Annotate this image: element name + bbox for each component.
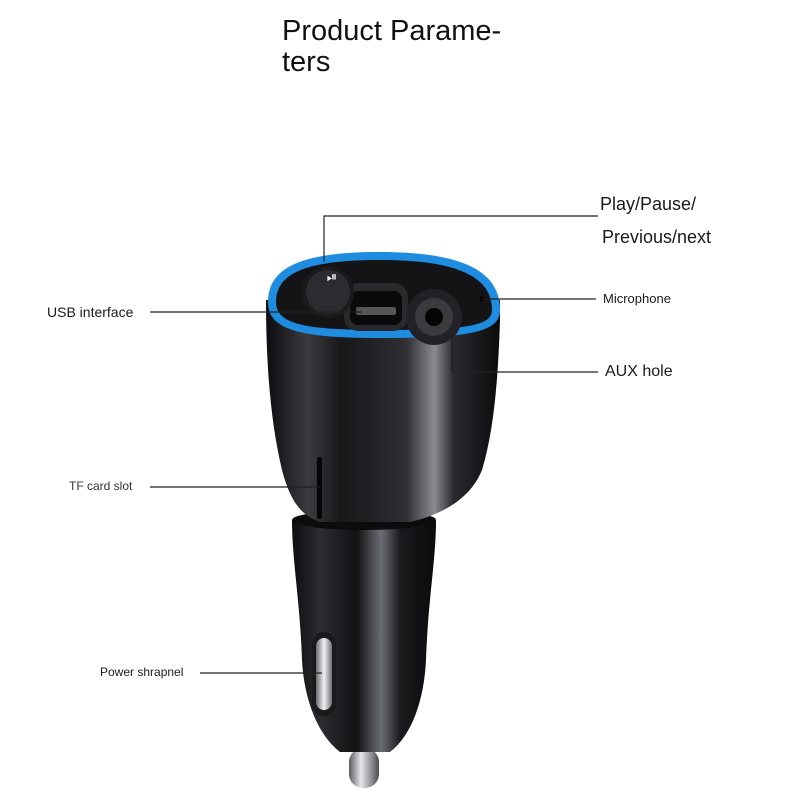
callout-power-shrapnel: Power shrapnel bbox=[100, 665, 184, 679]
callout-play-pause: Play/Pause/ bbox=[600, 194, 697, 214]
callout-aux-hole: AUX hole bbox=[605, 363, 673, 380]
leader-lines bbox=[150, 215, 598, 674]
leader-play-pause bbox=[323, 215, 598, 262]
metal-tip bbox=[349, 748, 379, 788]
top-cap: ⏯ bbox=[268, 252, 500, 345]
tf-card-slot bbox=[317, 457, 322, 519]
charger-body bbox=[266, 300, 500, 522]
power-shrapnel-contact bbox=[312, 632, 336, 716]
lower-barrel bbox=[292, 510, 436, 752]
page-title: Product Parame- ters bbox=[282, 16, 542, 78]
page-title-line-2: ters bbox=[282, 46, 331, 78]
callout-microphone: Microphone bbox=[603, 291, 671, 306]
callout-tf-card-slot: TF card slot bbox=[69, 479, 133, 493]
callout-previous-next: Previous/next bbox=[602, 227, 712, 247]
leader-aux bbox=[451, 330, 598, 373]
page-title-line-1: Product Parame- bbox=[282, 15, 502, 47]
callout-usb-interface: USB interface bbox=[47, 304, 134, 320]
play-pause-icon: ⏯ bbox=[327, 270, 337, 285]
